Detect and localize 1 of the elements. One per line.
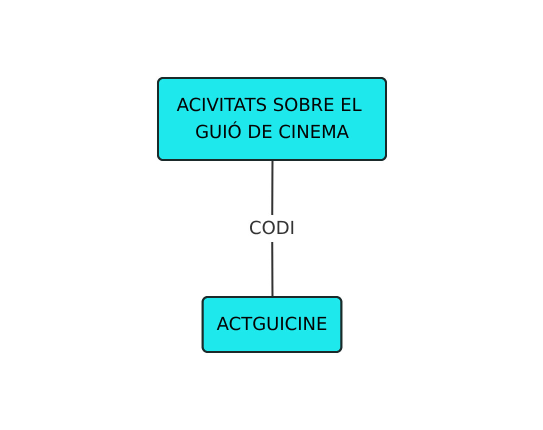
edge-label: CODI	[248, 218, 294, 239]
